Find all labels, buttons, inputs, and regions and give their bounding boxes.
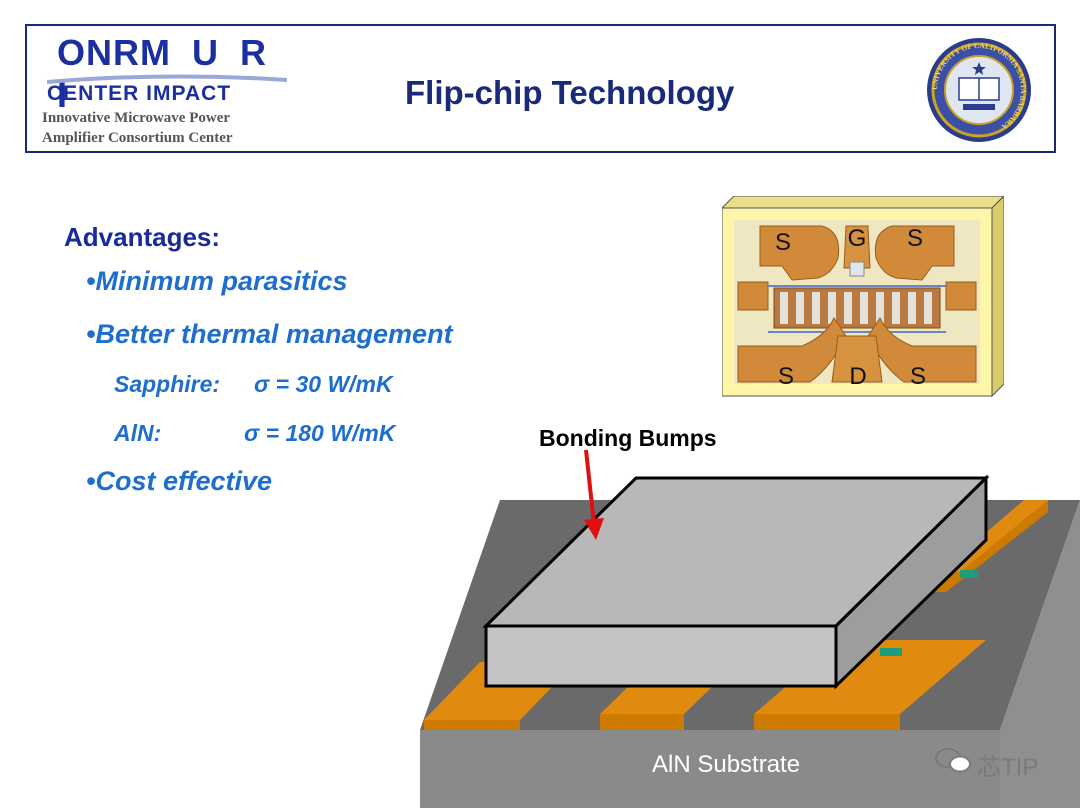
pad-label-gate: G — [848, 225, 867, 252]
arrow-down-icon — [584, 518, 604, 540]
bonding-bumps-label: Bonding Bumps — [539, 425, 717, 451]
aln-label: AlN: — [114, 420, 162, 446]
logo-swoosh-icon — [47, 74, 287, 84]
onr-muri-logo: ONRM U R I CENTER IMPACT Innovative Micr… — [37, 32, 287, 150]
bullet-minimum-parasitics: •Minimum parasitics — [86, 266, 348, 296]
transistor-chip-photo: S G S S D S — [722, 196, 1004, 398]
substrate-label: AlN Substrate — [652, 751, 800, 778]
logo-line-innovative: Innovative Microwave Power — [42, 110, 231, 126]
logo-center-impact: CENTER IMPACT — [47, 82, 232, 105]
pad-label-bottom-right: S — [910, 363, 926, 390]
logo-main-text: ONRM U R I — [57, 32, 287, 116]
pad-label-bottom-left: S — [778, 363, 794, 390]
watermark: 芯TIP — [933, 745, 1053, 781]
bullet-cost-effective: •Cost effective — [86, 466, 273, 496]
sapphire-conductivity: σ = 30 W/mK — [254, 371, 393, 397]
aln-substrate — [420, 730, 1000, 808]
chip-front — [484, 624, 838, 688]
chat-bubbles-icon — [935, 748, 971, 773]
pad-label-top-left: S — [775, 229, 791, 256]
logo-muri: M U R I — [57, 32, 272, 115]
pad-label-drain: D — [849, 363, 866, 390]
watermark-text: 芯TIP — [977, 754, 1039, 781]
aln-conductivity: σ = 180 W/mK — [244, 420, 396, 446]
flip-chip-diagram: Bonding Bumps AlN Substrate — [420, 425, 1080, 808]
bullet-thermal-management: •Better thermal management — [86, 319, 453, 349]
slide-header: ONRM U R I CENTER IMPACT Innovative Micr… — [25, 24, 1056, 153]
sapphire-label: Sapphire: — [114, 371, 221, 397]
pad-label-top-right: S — [907, 225, 923, 252]
university-seal-icon: UNIVERSITY OF CALIFORNIA SANTA BARBARA — [927, 38, 1031, 142]
slide-title: Flip-chip Technology — [405, 74, 735, 111]
advantages-heading: Advantages: — [64, 222, 221, 252]
logo-onr: ONR — [57, 32, 140, 73]
logo-line-consortium: Amplifier Consortium Center — [42, 130, 233, 146]
